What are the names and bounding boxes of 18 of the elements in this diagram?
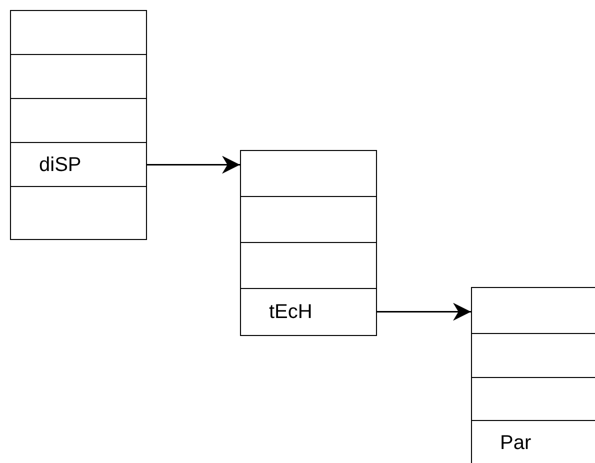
empty-cell: [471, 287, 595, 334]
empty-cell: [10, 186, 147, 240]
cell-label: diSP: [38, 154, 82, 175]
list-cell: [240, 288, 377, 336]
empty-cell: [240, 196, 377, 244]
cell-label: tEcH: [268, 302, 312, 322]
empty-cell: [240, 242, 377, 290]
empty-cell: [10, 54, 147, 100]
list-cell: [10, 142, 147, 188]
arrow: [147, 156, 240, 174]
empty-cell: [10, 10, 147, 56]
empty-cell: [471, 333, 595, 378]
empty-cell: [471, 377, 595, 422]
empty-cell: [10, 98, 147, 144]
empty-cell: [240, 150, 377, 198]
list-cell: [471, 420, 595, 463]
cell-label: Par: [499, 432, 532, 453]
arrow: [377, 302, 471, 321]
